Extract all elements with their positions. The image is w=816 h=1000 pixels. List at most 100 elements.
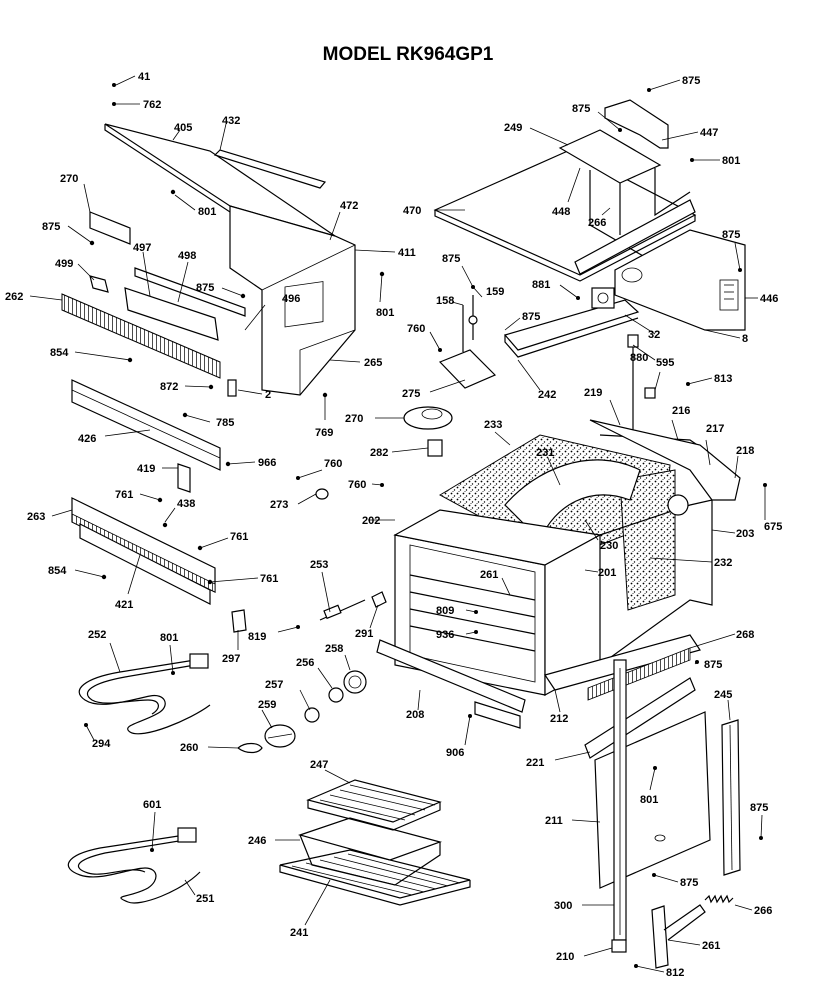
part-label: 211 (545, 815, 563, 827)
part-label: 411 (398, 247, 416, 259)
part-label: 875 (682, 75, 700, 87)
part-label: 247 (310, 759, 328, 771)
part-label: 762 (143, 99, 161, 111)
part-label: 769 (315, 427, 333, 439)
part-label: 258 (325, 643, 343, 655)
part-label: 270 (60, 173, 78, 185)
part-label: 875 (722, 229, 740, 241)
part-label: 595 (656, 357, 674, 369)
part-label: 446 (760, 293, 778, 305)
part-label: 854 (50, 347, 69, 359)
part-label: 242 (538, 389, 556, 401)
leader-lines (29, 75, 766, 973)
part-label: 265 (364, 357, 382, 369)
part-label: 266 (588, 217, 606, 229)
part-label: 936 (436, 629, 454, 641)
bake-element (67, 827, 201, 904)
diagram-title: MODEL RK964GP1 (322, 44, 494, 65)
part-label: 875 (704, 659, 722, 671)
part-label: 297 (222, 653, 240, 665)
part-label: 875 (572, 103, 590, 115)
part-label: 675 (764, 521, 782, 533)
part-label: 275 (402, 388, 420, 400)
center-hardware (296, 285, 690, 500)
part-label: 499 (55, 258, 73, 270)
part-label: 300 (554, 900, 572, 912)
part-label: 294 (92, 738, 111, 750)
part-label: 447 (700, 127, 718, 139)
part-label: 217 (706, 423, 724, 435)
part-label: 221 (526, 757, 544, 769)
part-label: 256 (296, 657, 314, 669)
part-label: 801 (640, 794, 658, 806)
part-label: 426 (78, 433, 96, 445)
part-label: 761 (230, 531, 248, 543)
part-label: 246 (248, 835, 266, 847)
part-label: 263 (27, 511, 45, 523)
part-label: 785 (216, 417, 234, 429)
broiler-pan-and-rack (279, 779, 471, 906)
part-label: 282 (370, 447, 388, 459)
part-label: 906 (446, 747, 464, 759)
part-label: 498 (178, 250, 196, 262)
part-label: 262 (5, 291, 23, 303)
part-label: 270 (345, 413, 363, 425)
part-label: 252 (88, 629, 106, 641)
part-label: 432 (222, 115, 240, 127)
part-label: 966 (258, 457, 276, 469)
part-label: 421 (115, 599, 133, 611)
part-label: 880 (630, 352, 648, 364)
part-label: 261 (702, 940, 720, 952)
part-label: 8 (742, 333, 748, 345)
control-parts (237, 591, 472, 754)
part-label: 875 (680, 877, 698, 889)
part-label: 801 (376, 307, 394, 319)
part-label: 218 (736, 445, 754, 457)
part-label: 268 (736, 629, 754, 641)
part-label: 438 (177, 498, 195, 510)
part-label: 761 (115, 489, 133, 501)
upper-cabinet-shell (61, 83, 385, 633)
part-label: 266 (754, 905, 772, 917)
part-label: 875 (42, 221, 60, 233)
right-top-panel (433, 88, 746, 358)
part-label: 230 (600, 540, 618, 552)
part-label: 760 (348, 479, 366, 491)
part-label: 819 (248, 631, 266, 643)
part-label: 875 (750, 802, 768, 814)
part-label: 760 (407, 323, 425, 335)
part-label: 233 (484, 419, 502, 431)
part-label: 219 (584, 387, 602, 399)
part-label: 241 (290, 927, 308, 939)
part-label: 202 (362, 515, 380, 527)
oven-cavity (376, 419, 767, 729)
part-label: 291 (355, 628, 373, 640)
part-label: 208 (406, 709, 424, 721)
part-label: 405 (174, 122, 192, 134)
part-label: 875 (196, 282, 214, 294)
part-label: 232 (714, 557, 732, 569)
part-label: 472 (340, 200, 358, 212)
part-label: 159 (486, 286, 504, 298)
part-label: 231 (536, 447, 554, 459)
part-label: 809 (436, 605, 454, 617)
part-label: 201 (598, 567, 616, 579)
part-label: 496 (282, 293, 300, 305)
broil-element (78, 653, 211, 735)
part-label: 875 (442, 253, 460, 265)
part-label: 601 (143, 799, 161, 811)
part-label: 854 (48, 565, 67, 577)
part-label: 158 (436, 295, 454, 307)
part-label: 801 (160, 632, 178, 644)
part-label: 881 (532, 279, 550, 291)
part-label: 761 (260, 573, 278, 585)
part-label: 801 (198, 206, 216, 218)
part-labels: 41 762 405 432 270 801 875 497 498 499 4… (5, 71, 782, 979)
part-label: 216 (672, 405, 690, 417)
part-label: 813 (714, 373, 732, 385)
part-label: 203 (736, 528, 754, 540)
part-label: 812 (666, 967, 684, 979)
part-label: 875 (522, 311, 540, 323)
part-label: 872 (160, 381, 178, 393)
